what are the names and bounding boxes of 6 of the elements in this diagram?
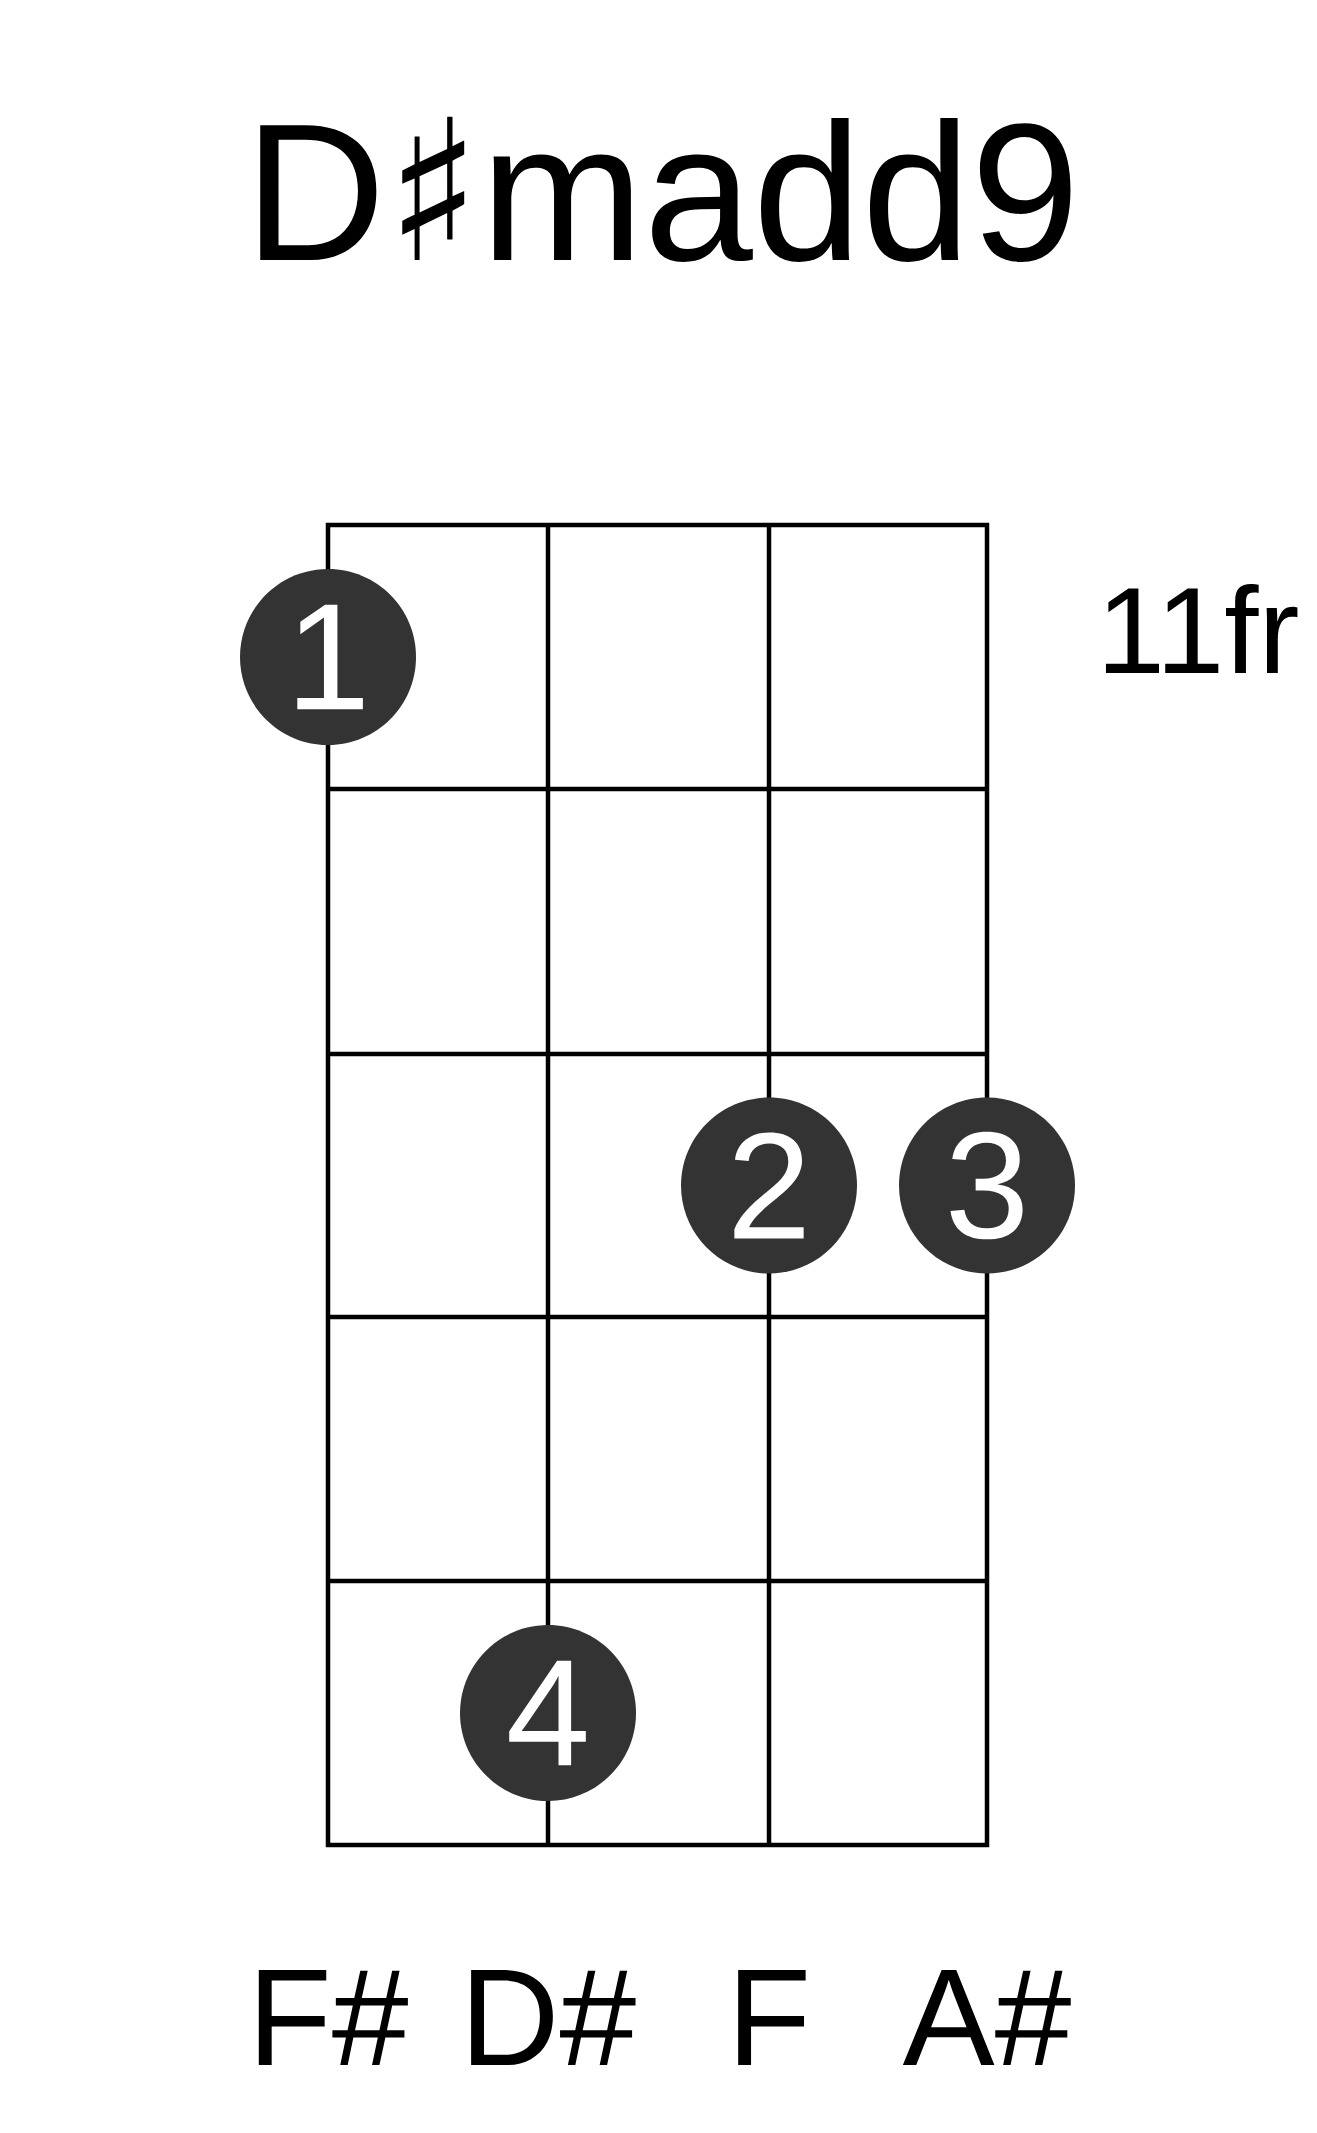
note-label: A# <box>902 1970 1071 2066</box>
note-label: D# <box>471 1970 636 2066</box>
note-label: F <box>738 1970 806 2066</box>
chord-title: D♯madd9 <box>260 116 1071 262</box>
note-label: F# <box>258 1970 408 2066</box>
fret-position-label: 11fr <box>1105 584 1298 673</box>
